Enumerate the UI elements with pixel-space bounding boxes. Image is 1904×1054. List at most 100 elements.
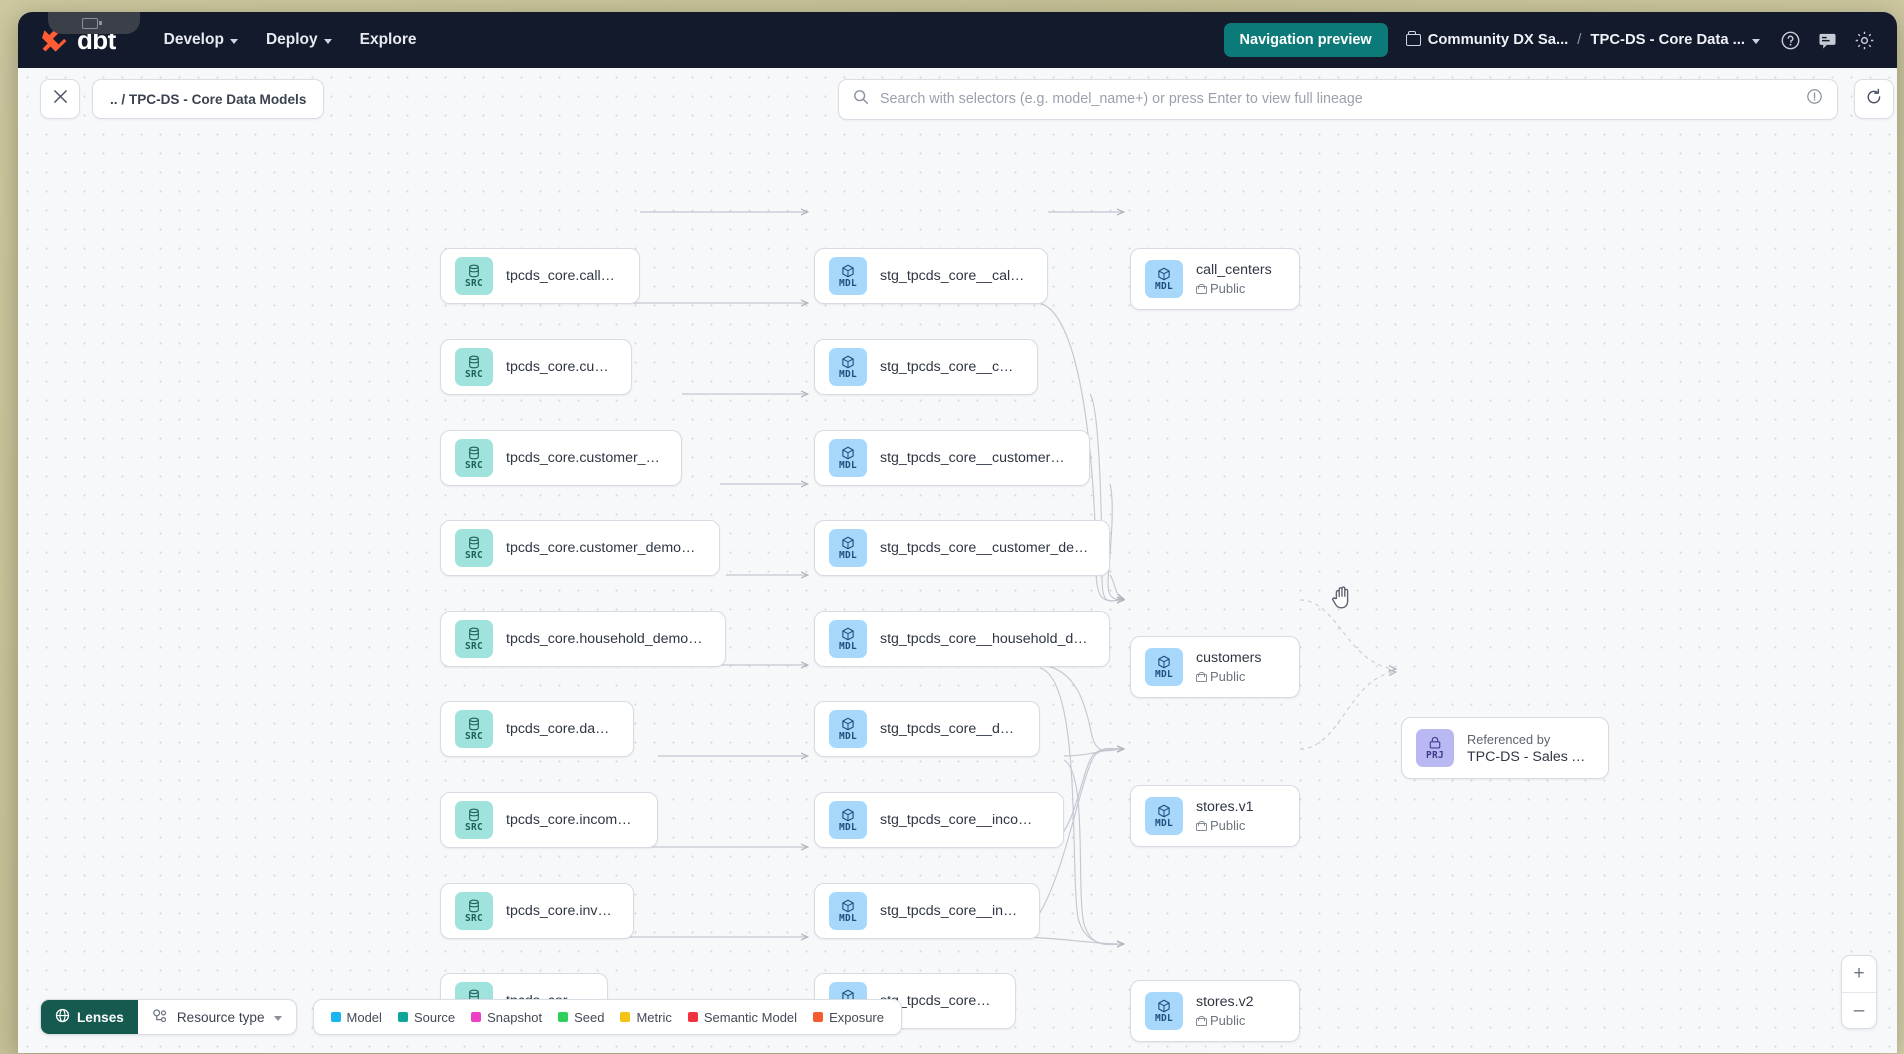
mdl-badge-label: MDL (838, 278, 858, 289)
chevron-down-icon (1752, 38, 1760, 44)
legend-swatch-icon (813, 1012, 824, 1022)
zoom-in-button[interactable]: + (1853, 963, 1865, 984)
lineage-node-title: stg_tpcds_core__call_center (880, 268, 1027, 284)
lineage-node-access: Public (1196, 280, 1272, 297)
nav-item-develop[interactable]: Develop (150, 25, 252, 55)
info-icon[interactable] (1806, 88, 1823, 110)
zoom-out-button[interactable]: – (1842, 992, 1876, 1028)
mdl-badge-icon: MDL (829, 439, 867, 477)
legend-item-snapshot[interactable]: Snapshot (471, 1010, 542, 1025)
mdl-glyph-icon (841, 354, 855, 369)
lineage-node-title: stg_tpcds_core__customer_demogra… (880, 540, 1089, 556)
navigation-preview-button[interactable]: Navigation preview (1223, 23, 1388, 57)
search-input[interactable] (880, 91, 1795, 107)
legend-item-semantic-model[interactable]: Semantic Model (687, 1010, 797, 1025)
lineage-node-title: tpcds_core.customer_address (506, 450, 661, 466)
lineage-node-access: Public (1196, 1012, 1254, 1029)
feedback-icon[interactable] (1817, 30, 1838, 51)
legend-swatch-icon (330, 1012, 341, 1022)
lineage-node-title: tpcds_core.household_demographics (506, 631, 705, 647)
src-badge-label: SRC (464, 278, 484, 289)
src-badge-icon: SRC (455, 348, 493, 386)
lock-icon (1196, 1015, 1207, 1026)
lineage-toolbar: .. / TPC-DS - Core Data Models (18, 68, 1897, 130)
mdl-glyph-icon (1157, 654, 1171, 669)
resource-type-label: Resource type (176, 1009, 265, 1025)
lineage-node-mdl-stg-customer-demo[interactable]: MDL stg_tpcds_core__customer_demogra… (814, 520, 1110, 576)
close-button[interactable] (40, 79, 80, 119)
folder-icon (1405, 31, 1421, 46)
search-bar[interactable] (838, 78, 1838, 120)
legend-item-source[interactable]: Source (397, 1010, 455, 1025)
lineage-node-src-call-center[interactable]: SRC tpcds_core.call_center (440, 248, 640, 304)
src-glyph-icon (467, 626, 481, 641)
breadcrumb-project-label: TPC-DS - Core Data ... (1590, 32, 1745, 48)
legend-item-metric[interactable]: Metric (620, 1010, 672, 1025)
mdl-glyph-icon (841, 263, 855, 278)
refresh-icon (1865, 88, 1883, 111)
lineage-node-text: stg_tpcds_core__income_band (880, 811, 1043, 829)
lineage-node-mdl-stg-household[interactable]: MDLstg_tpcds_core__household_demogr… (814, 611, 1110, 667)
lineage-node-src-customer[interactable]: SRC tpcds_core.customer (440, 339, 632, 395)
lineage-node-text: tpcds_core.customer (506, 358, 611, 376)
lineage-node-access-label: Public (1210, 818, 1246, 833)
src-badge-icon: SRC (455, 620, 493, 658)
lineage-node-title: stg_tpcds_core__income_band (880, 812, 1043, 828)
mdl-glyph-icon (841, 626, 855, 641)
header-breadcrumb: Community DX Sa... / TPC-DS - Core Data … (1405, 31, 1760, 48)
legend-item-model[interactable]: Model (330, 1010, 382, 1025)
mdl-glyph-icon (1157, 998, 1171, 1013)
nav-item-explore[interactable]: Explore (346, 25, 431, 55)
lineage-node-mdl-stg-customer[interactable]: MDL stg_tpcds_core__customer (814, 339, 1038, 395)
lineage-node-title: customers (1196, 650, 1262, 666)
mdl-badge-label: MDL (1154, 1013, 1174, 1024)
nav-item-deploy[interactable]: Deploy (252, 25, 346, 55)
help-icon[interactable] (1780, 30, 1801, 51)
lineage-node-title: stores.v2 (1196, 994, 1254, 1010)
lock-icon (1196, 671, 1207, 682)
lineage-node-src-household-demo[interactable]: SRC tpcds_core.household_demographics (440, 611, 726, 667)
mdl-badge-label: MDL (838, 460, 858, 471)
legend-item-exposure[interactable]: Exposure (813, 1010, 884, 1025)
lineage-node-text: tpcds_core.call_center (506, 267, 619, 285)
lineage-node-title: stg_tpcds_core__inventory (880, 903, 1019, 919)
legend-item-seed[interactable]: Seed (558, 1010, 604, 1025)
lenses-button[interactable]: Lenses (41, 1000, 138, 1034)
mdl-glyph-icon (841, 807, 855, 822)
lineage-canvas[interactable]: SRCtpcds_core.call_centerSRCtpcds_core.c… (18, 68, 1897, 1053)
src-badge-icon: SRC (455, 710, 493, 748)
refresh-button[interactable] (1854, 79, 1894, 119)
lineage-node-title: stg_tpcds_core__customer (880, 359, 1017, 375)
breadcrumb-account[interactable]: Community DX Sa... (1405, 31, 1568, 48)
settings-icon[interactable] (1854, 30, 1875, 51)
top-navigation-bar: dbt Develop Deploy Explore Navigation pr… (18, 12, 1897, 68)
mdl-badge-icon: MDL (829, 801, 867, 839)
breadcrumb-project[interactable]: TPC-DS - Core Data ... (1590, 32, 1760, 48)
mdl-badge-label: MDL (838, 369, 858, 380)
src-glyph-icon (467, 445, 481, 460)
mdl-badge-label: MDL (838, 550, 858, 561)
mdl-badge-label: MDL (838, 822, 858, 833)
mdl-badge-icon: MDL (829, 620, 867, 658)
lineage-node-mdl-stg-call-center[interactable]: MDL stg_tpcds_core__call_center (814, 248, 1048, 304)
resource-type-button[interactable]: Resource type (138, 1000, 296, 1034)
lineage-node-mdl-stg-income-band[interactable]: MDL stg_tpcds_core__income_band (814, 792, 1064, 848)
src-glyph-icon (467, 354, 481, 369)
lineage-breadcrumb-pill[interactable]: .. / TPC-DS - Core Data Models (92, 79, 325, 119)
search-icon (853, 89, 869, 110)
